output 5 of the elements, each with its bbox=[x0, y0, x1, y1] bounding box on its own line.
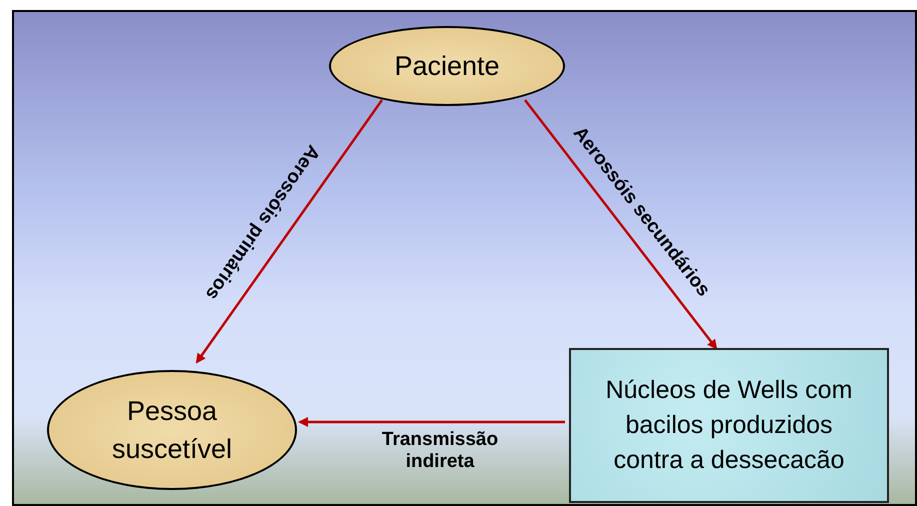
arrow bbox=[298, 417, 565, 427]
arrow bbox=[524, 99, 718, 350]
arrow bbox=[196, 99, 384, 364]
process-box: Núcleos de Wells com bacilos produzidos contra a dessecacão bbox=[569, 348, 889, 503]
edge-label: Transmissão indireta bbox=[380, 429, 500, 473]
